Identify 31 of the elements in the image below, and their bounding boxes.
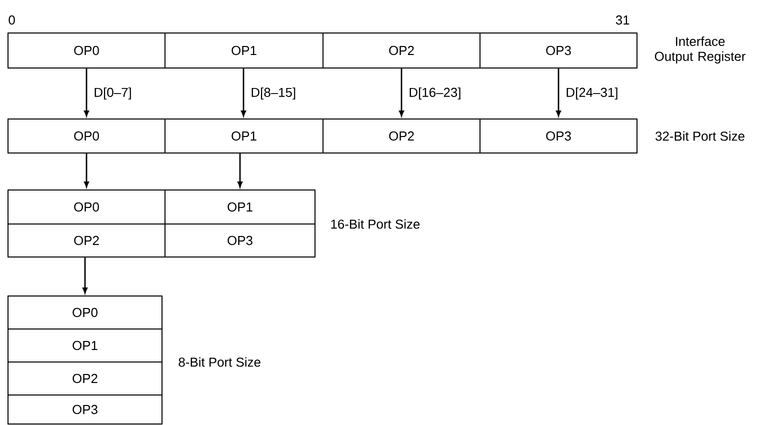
register-cell: OP1 [164, 118, 324, 154]
register-cell: OP2 [8, 362, 162, 396]
arrow [241, 68, 246, 116]
register-cell: OP3 [164, 224, 316, 258]
register-cell: OP3 [480, 32, 638, 68]
edge-label: D[24–31] [564, 86, 620, 101]
edge-label: D[8–15] [250, 86, 298, 101]
register-cell: OP2 [8, 224, 166, 258]
arrow [238, 154, 242, 188]
register-cell: OP3 [8, 394, 162, 424]
row-caption: Interface Output Register [654, 36, 746, 64]
arrow [82, 258, 88, 294]
register-cell: OP2 [322, 32, 480, 68]
arrow [84, 154, 89, 188]
row-caption: 32-Bit Port Size [656, 131, 744, 141]
register-cell: OP2 [322, 118, 480, 154]
arrow [399, 68, 404, 116]
register-cell: OP1 [164, 32, 324, 68]
arrow [84, 68, 89, 116]
edge-label: D[0–7] [92, 86, 133, 101]
register-cell: OP0 [8, 32, 166, 68]
edge-label: D[16–23] [408, 86, 462, 101]
register-cell: OP0 [8, 190, 166, 224]
row-caption: 8-Bit Port Size [178, 357, 260, 367]
register-cell: OP0 [8, 118, 166, 154]
register-cell: OP3 [480, 118, 638, 154]
register-cell: OP0 [8, 296, 162, 330]
row-caption: 16-Bit Port Size [331, 219, 420, 229]
arrow [556, 68, 561, 116]
register-cell: OP1 [164, 190, 316, 224]
register-cell: OP1 [8, 328, 162, 362]
